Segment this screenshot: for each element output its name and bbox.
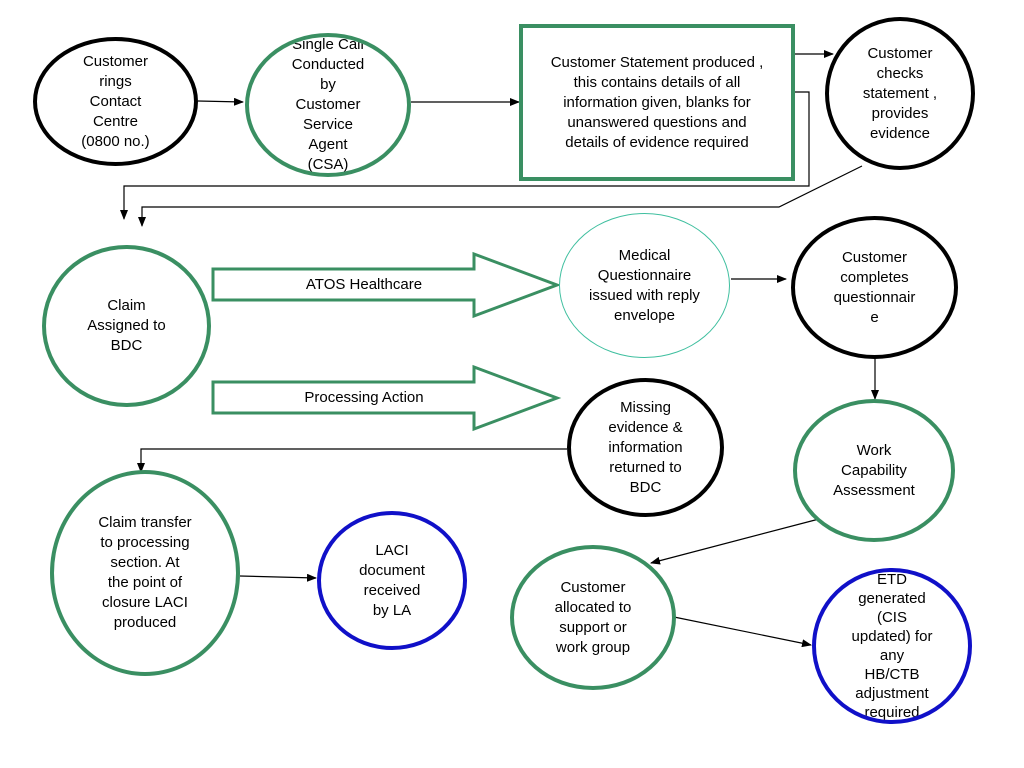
medical-questionnaire-node: Medical Questionnaire issued with reply … <box>559 213 730 358</box>
customer-checks-node: Customer checks statement , provides evi… <box>825 17 975 170</box>
laci-document-node: LACI document received by LA <box>317 511 467 650</box>
customer-completes-node: Customer completes questionnair e <box>791 216 958 359</box>
customer-completes-text: Customer completes questionnair e <box>833 248 916 326</box>
missing-evidence-node: Missing evidence & information returned … <box>567 378 724 517</box>
processing-action-label: Processing Action <box>304 389 424 406</box>
claim-assigned-text: Claim Assigned to BDC <box>87 297 166 354</box>
connector-statement-to-claim <box>120 91 810 220</box>
connector-transfer-to-laci <box>239 573 317 582</box>
missing-evidence-text: Missing evidence & information returned … <box>608 398 683 496</box>
atos-healthcare-label: ATOS Healthcare <box>305 276 423 293</box>
customer-rings-node: Customer rings Contact Centre (0800 no.) <box>33 37 198 166</box>
customer-checks-text: Customer checks statement , provides evi… <box>862 44 938 142</box>
work-capability-node: Work Capability Assessment <box>793 399 955 542</box>
etd-generated-node: ETD generated (CIS updated) for any HB/C… <box>812 568 972 724</box>
connector-missing-to-transfer <box>137 448 567 473</box>
connector-allocated-to-etd <box>673 616 812 648</box>
statement-produced-node: Customer Statement produced , this conta… <box>519 24 795 181</box>
work-capability-text: Work Capability Assessment <box>833 441 915 499</box>
claim-assigned-node: Claim Assigned to BDC <box>42 245 211 407</box>
claim-transfer-text: Claim transfer to processing section. At… <box>98 514 192 631</box>
customer-allocated-text: Customer allocated to support or work gr… <box>554 578 632 656</box>
connector-checks-to-claim <box>138 165 863 227</box>
block-arrow-atos <box>211 251 562 319</box>
claim-transfer-node: Claim transfer to processing section. At… <box>50 470 240 676</box>
statement-produced-text: Customer Statement produced , this conta… <box>550 53 764 151</box>
medical-questionnaire-text: Medical Questionnaire issued with reply … <box>589 246 700 324</box>
single-call-node: Single Call Conducted by Customer Servic… <box>245 33 411 177</box>
connector-rings-to-call <box>197 97 244 106</box>
connector-wca-to-allocated <box>650 518 820 565</box>
customer-rings-text: Customer rings Contact Centre (0800 no.) <box>81 52 150 150</box>
etd-generated-text: ETD generated (CIS updated) for any HB/C… <box>851 571 933 721</box>
laci-document-text: LACI document received by LA <box>359 541 425 619</box>
block-arrow-processing <box>211 364 562 432</box>
customer-allocated-node: Customer allocated to support or work gr… <box>510 545 676 690</box>
single-call-text: Single Call Conducted by Customer Servic… <box>291 36 365 173</box>
